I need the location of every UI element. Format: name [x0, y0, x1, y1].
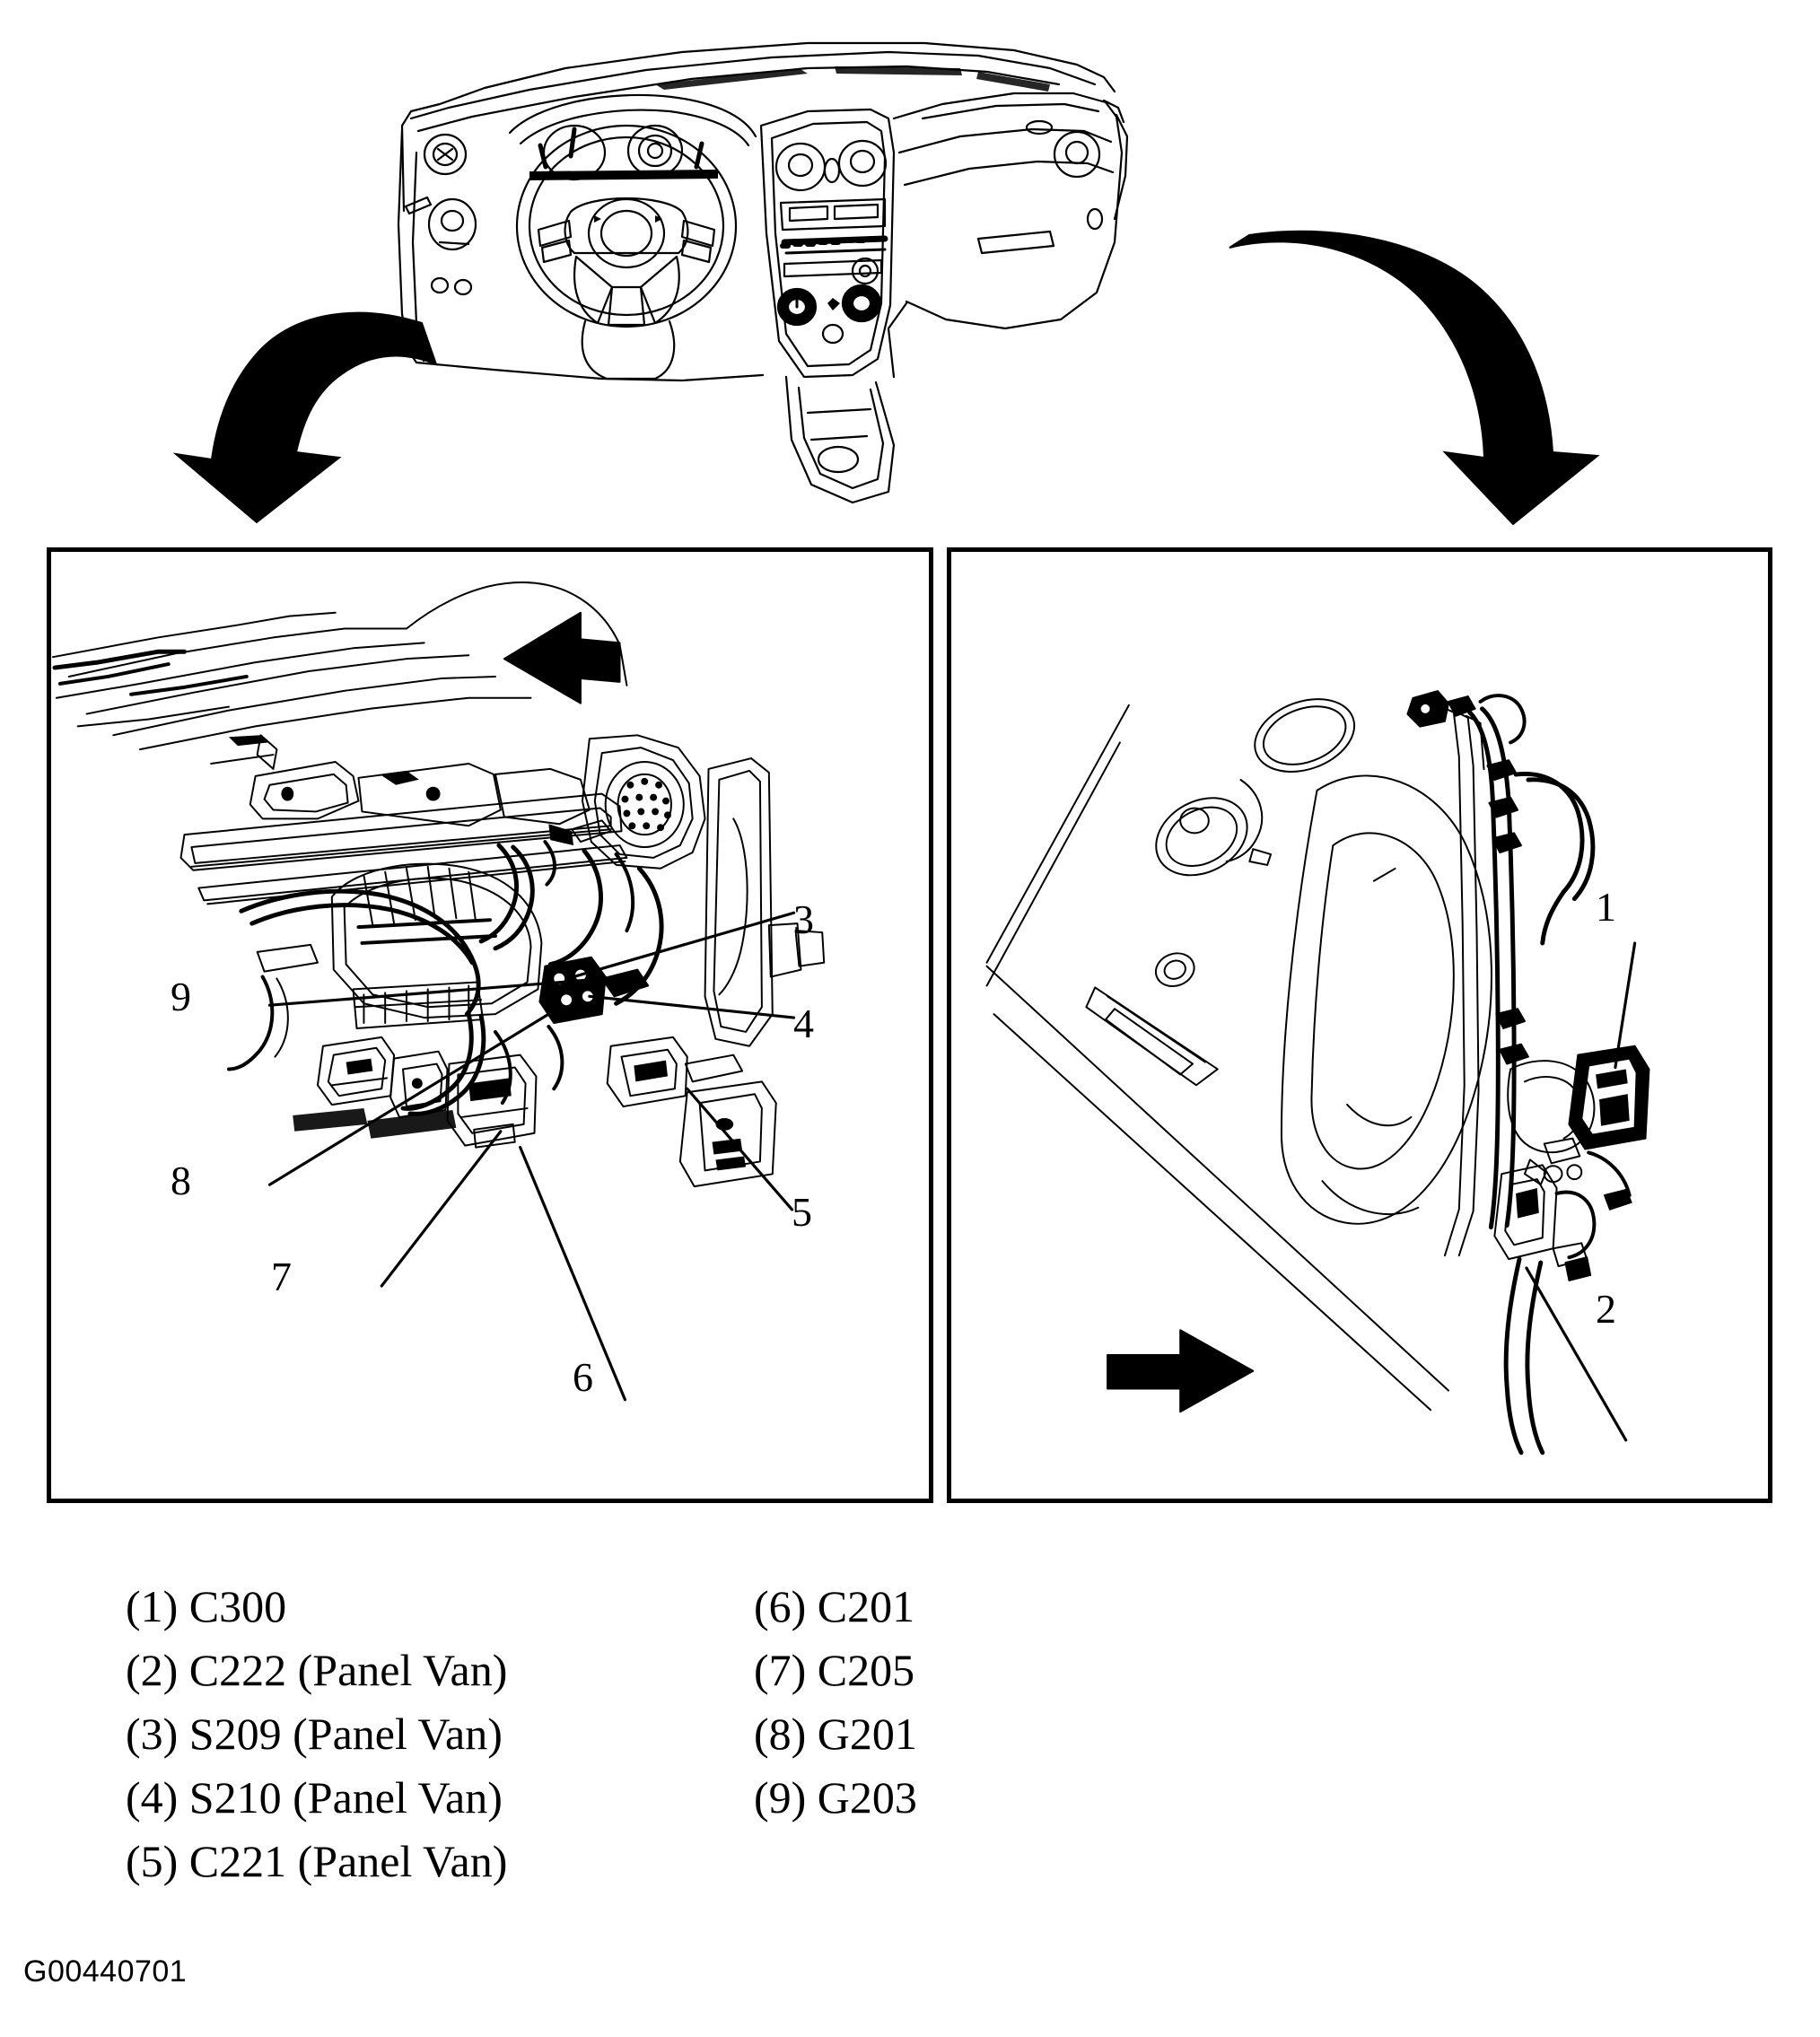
instrument-panel-overview-illustration	[386, 18, 1194, 529]
leader-lines	[1525, 941, 1637, 1442]
legend-item-9: (9) G203	[754, 1772, 917, 1823]
callout-6: 6	[573, 1354, 593, 1400]
callout-7: 7	[271, 1254, 292, 1299]
legend-item-7: (7) C205	[754, 1645, 915, 1695]
connector-block-c221	[606, 1036, 744, 1108]
callout-2: 2	[1596, 1286, 1616, 1332]
callout-3: 3	[793, 896, 814, 942]
legend-column-2: (6) C201 (7) C205 (8) G201 (9) G203	[754, 1575, 1256, 1893]
legend: (1) C300 (2) C222 (Panel Van) (3) S209 (…	[126, 1575, 1292, 1893]
view-direction-arrow-left	[503, 611, 621, 704]
callout-9: 9	[171, 974, 191, 1019]
callout-4: 4	[793, 1001, 814, 1046]
figure-id-code: G00440701	[23, 1954, 188, 1989]
leader-lines	[267, 911, 796, 1402]
connector-block-c222	[1493, 1164, 1597, 1281]
legend-item-2: (2) C222 (Panel Van)	[126, 1645, 508, 1695]
callout-1: 1	[1596, 884, 1616, 930]
connector-block-g201	[316, 1036, 396, 1106]
legend-item-6: (6) C201	[754, 1581, 915, 1631]
callout-5: 5	[792, 1189, 812, 1235]
legend-item-5: (5) C221 (Panel Van)	[126, 1836, 508, 1886]
right-connector-arrow	[1229, 230, 1600, 526]
legend-item-8: (8) G201	[754, 1709, 917, 1759]
legend-item-4: (4) S210 (Panel Van)	[126, 1772, 503, 1823]
connector-block-c300	[1568, 1045, 1650, 1150]
right-detail-panel	[947, 547, 1772, 1503]
view-direction-arrow-right	[1107, 1329, 1255, 1413]
callout-8: 8	[171, 1158, 191, 1203]
legend-item-3: (3) S209 (Panel Van)	[126, 1709, 503, 1759]
legend-item-1: (1) C300	[126, 1581, 287, 1631]
legend-column-1: (1) C300 (2) C222 (Panel Van) (3) S209 (…	[126, 1575, 754, 1893]
left-detail-panel	[47, 547, 933, 1503]
